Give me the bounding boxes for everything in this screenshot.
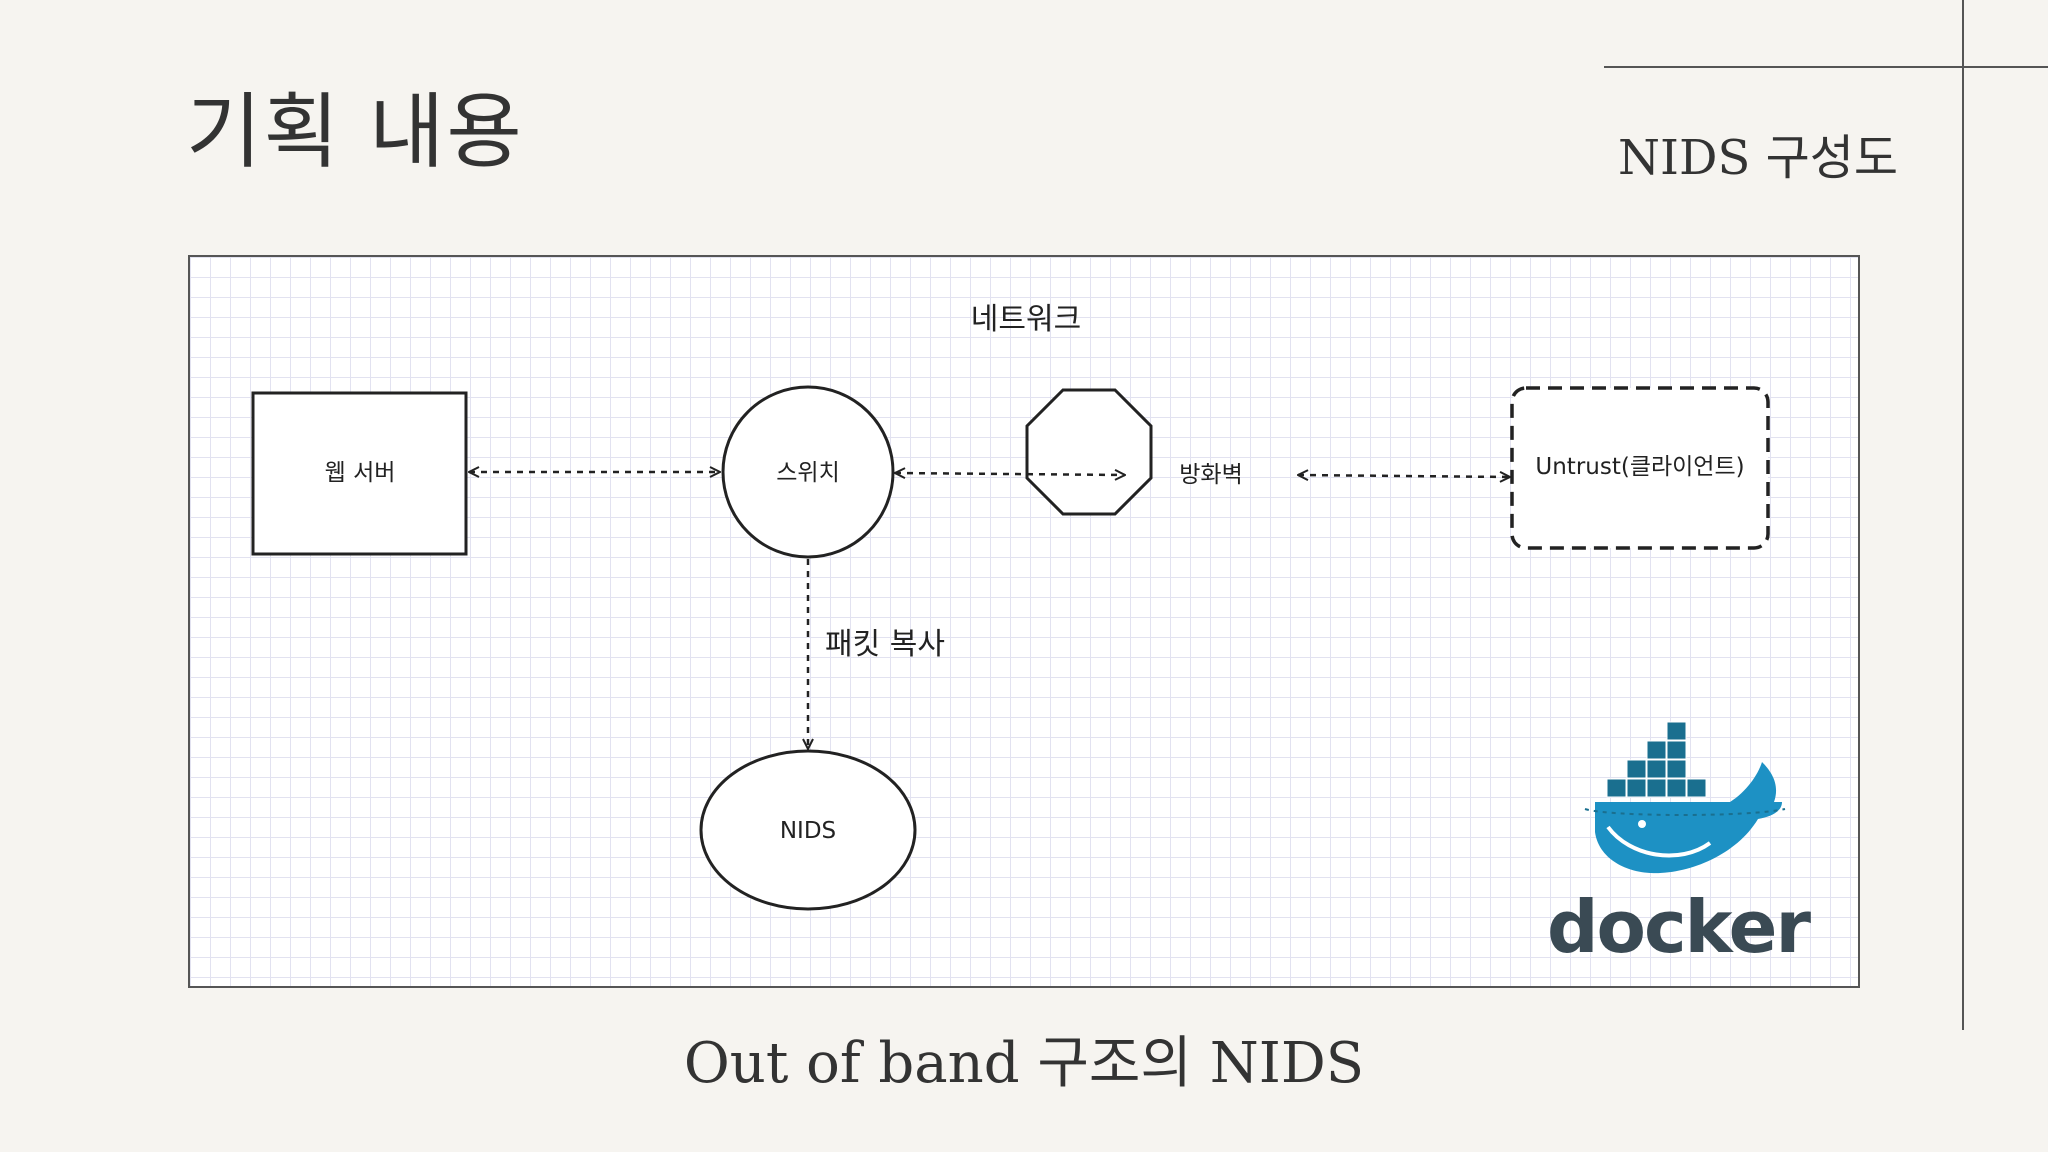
firewall-node: 방화벽 <box>1025 388 1243 516</box>
switch-node: 스위치 <box>721 385 895 559</box>
slide-caption: Out of band 구조의 NIDS <box>683 1031 1365 1096</box>
client-node: Untrust(클라이언트) <box>1510 386 1770 550</box>
section-label: NIDS 구성도 <box>1618 130 1899 186</box>
right-vertical-rule <box>1962 0 1964 1030</box>
switch-label: 스위치 <box>776 460 839 486</box>
edge-firewall-client <box>1298 475 1510 477</box>
client-label: Untrust(클라이언트) <box>1535 454 1744 480</box>
docker-whale-icon <box>1584 721 1786 874</box>
page-title: 기획 내용 <box>186 85 524 180</box>
edge-switch-firewall <box>895 473 1125 475</box>
web-server-label: 웹 서버 <box>325 460 396 486</box>
nids-node: NIDS <box>699 749 917 911</box>
packet-copy-label: 패킷 복사 <box>825 627 945 662</box>
web-server-node: 웹 서버 <box>251 391 468 556</box>
docker-logo-text: docker <box>1547 885 1811 969</box>
firewall-label: 방화벽 <box>1179 462 1242 488</box>
docker-logo: docker <box>1547 721 1813 969</box>
top-right-horizontal-rule <box>1604 66 2048 68</box>
network-label: 네트워크 <box>971 302 1081 337</box>
nids-label: NIDS <box>780 818 836 844</box>
network-diagram: 네트워크 웹 서버 스위치 방화벽 Untrust(클라이언트) NIDS <box>251 302 1813 969</box>
diagram-frame: 네트워크 웹 서버 스위치 방화벽 Untrust(클라이언트) NIDS <box>188 255 1860 988</box>
